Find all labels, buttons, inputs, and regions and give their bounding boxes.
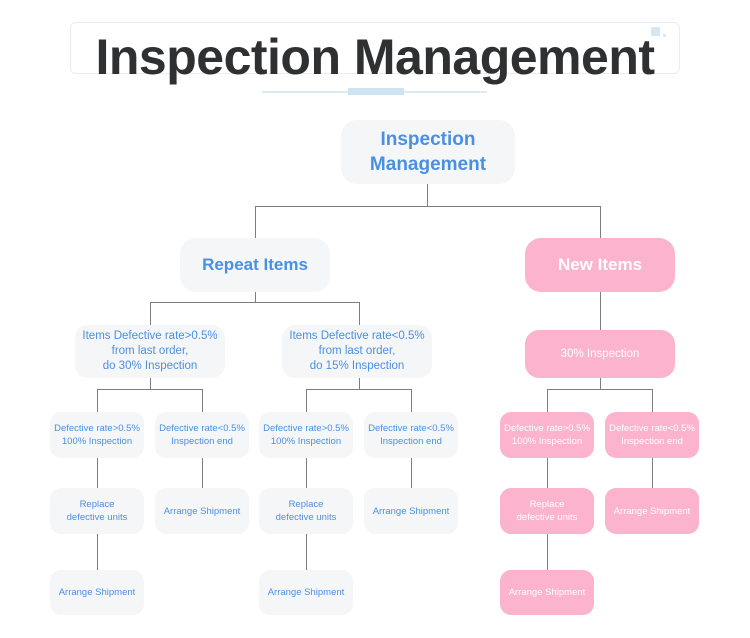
node-repeat-items-label: Repeat Items (202, 255, 308, 274)
node-replace-c-line1: Replace (529, 499, 565, 510)
connector-root-down (427, 184, 429, 207)
connector-to-cond-b (359, 302, 361, 325)
connector-rate-c1-to-action (547, 458, 549, 488)
node-rate-lt-a-line2: Inspection end (171, 436, 233, 447)
small-square-decoration-icon (663, 34, 666, 37)
node-rate-lt-c-line2: Inspection end (621, 436, 683, 447)
node-30-percent-inspection-label: 30% Inspection (560, 348, 640, 360)
square-decoration-icon (651, 27, 660, 36)
node-rate-lt-c[interactable]: Defective rate<0.5% Inspection end (605, 412, 699, 458)
connector-cond-b-down (359, 378, 361, 390)
connector-action-b-to-shipment (306, 534, 308, 570)
node-final-shipment-b[interactable]: Arrange Shipment (259, 570, 353, 615)
connector-repeat-down (255, 292, 257, 303)
connector-to-new (600, 206, 602, 238)
node-final-shipment-c-label: Arrange Shipment (508, 587, 586, 598)
connector-rate-bus-c (547, 389, 653, 391)
node-rate-lt-b[interactable]: Defective rate<0.5% Inspection end (364, 412, 458, 458)
node-condition-b-line2: from last order, (318, 345, 396, 357)
node-inspection-management-root[interactable]: Inspection Management (341, 120, 515, 184)
connector-rate-b1-to-action (306, 458, 308, 488)
node-condition-a-line2: from last order, (111, 345, 189, 357)
node-new-items[interactable]: New Items (525, 238, 675, 292)
node-condition-rate-below[interactable]: Items Defective rate<0.5% from last orde… (282, 325, 432, 378)
node-arrange-shipment-b-label: Arrange Shipment (372, 505, 450, 517)
connector-rate-bus-b (306, 389, 412, 391)
header-frame (70, 22, 680, 74)
connector-insp30-down (600, 378, 602, 390)
page-title: Inspection Management (95, 29, 655, 85)
connector-cond-a-down (150, 378, 152, 390)
node-arrange-shipment-a-label: Arrange Shipment (163, 505, 241, 517)
node-replace-b-line1: Replace (288, 499, 324, 510)
node-condition-a-line1: Items Defective rate>0.5% (82, 330, 218, 342)
node-replace-defective-b[interactable]: Replace defective units (259, 488, 353, 534)
node-replace-c-line2: defective units (516, 512, 578, 523)
node-rate-lt-a-line1: Defective rate<0.5% (159, 423, 245, 434)
title-underline-accent (348, 88, 404, 95)
node-rate-gt-c-line1: Defective rate>0.5% (504, 423, 590, 434)
connector-new-to-insp30 (600, 292, 602, 330)
connector-to-rate-b2 (411, 389, 413, 412)
connector-action-a-to-shipment (97, 534, 99, 570)
connector-to-rate-b1 (306, 389, 308, 412)
node-replace-defective-a[interactable]: Replace defective units (50, 488, 144, 534)
node-rate-gt-c-line2: 100% Inspection (511, 436, 583, 447)
node-final-shipment-a-label: Arrange Shipment (58, 587, 136, 598)
node-rate-lt-b-line2: Inspection end (380, 436, 442, 447)
connector-rate-bus-a (97, 389, 203, 391)
node-rate-gt-b[interactable]: Defective rate>0.5% 100% Inspection (259, 412, 353, 458)
connector-to-rate-a2 (202, 389, 204, 412)
node-arrange-shipment-c-label: Arrange Shipment (613, 505, 691, 517)
node-new-items-label: New Items (557, 255, 643, 274)
node-root-line2: Management (369, 154, 487, 175)
node-rate-gt-b-line2: 100% Inspection (270, 436, 342, 447)
connector-to-repeat (255, 206, 257, 238)
node-condition-b-line1: Items Defective rate<0.5% (289, 330, 425, 342)
connector-level2-bus-left (150, 302, 360, 304)
node-rate-lt-a[interactable]: Defective rate<0.5% Inspection end (155, 412, 249, 458)
node-condition-a-line3: do 30% Inspection (102, 360, 198, 372)
connector-action-c-to-shipment (547, 534, 549, 570)
node-rate-lt-c-line1: Defective rate<0.5% (609, 423, 695, 434)
node-rate-gt-c[interactable]: Defective rate>0.5% 100% Inspection (500, 412, 594, 458)
node-root-line1: Inspection (380, 129, 476, 150)
node-replace-defective-c[interactable]: Replace defective units (500, 488, 594, 534)
node-condition-rate-above[interactable]: Items Defective rate>0.5% from last orde… (75, 325, 225, 378)
connector-to-rate-a1 (97, 389, 99, 412)
node-rate-gt-a[interactable]: Defective rate>0.5% 100% Inspection (50, 412, 144, 458)
node-replace-a-line1: Replace (79, 499, 115, 510)
connector-to-cond-a (150, 302, 152, 325)
connector-rate-a1-to-action (97, 458, 99, 488)
node-final-shipment-c[interactable]: Arrange Shipment (500, 570, 594, 615)
connector-rate-c2-to-action (652, 458, 654, 488)
node-final-shipment-a[interactable]: Arrange Shipment (50, 570, 144, 615)
connector-rate-b2-to-action (411, 458, 413, 488)
node-rate-gt-a-line2: 100% Inspection (61, 436, 133, 447)
node-rate-gt-b-line1: Defective rate>0.5% (263, 423, 349, 434)
connector-rate-a2-to-action (202, 458, 204, 488)
node-repeat-items[interactable]: Repeat Items (180, 238, 330, 292)
node-replace-b-line2: defective units (275, 512, 337, 523)
node-replace-a-line2: defective units (66, 512, 128, 523)
node-arrange-shipment-a[interactable]: Arrange Shipment (155, 488, 249, 534)
node-rate-gt-a-line1: Defective rate>0.5% (54, 423, 140, 434)
node-arrange-shipment-b[interactable]: Arrange Shipment (364, 488, 458, 534)
node-arrange-shipment-c[interactable]: Arrange Shipment (605, 488, 699, 534)
connector-to-rate-c1 (547, 389, 549, 412)
connector-to-rate-c2 (652, 389, 654, 412)
node-final-shipment-b-label: Arrange Shipment (267, 587, 345, 598)
node-rate-lt-b-line1: Defective rate<0.5% (368, 423, 454, 434)
node-condition-b-line3: do 15% Inspection (309, 360, 405, 372)
connector-level1-bus (255, 206, 601, 208)
node-30-percent-inspection[interactable]: 30% Inspection (525, 330, 675, 378)
